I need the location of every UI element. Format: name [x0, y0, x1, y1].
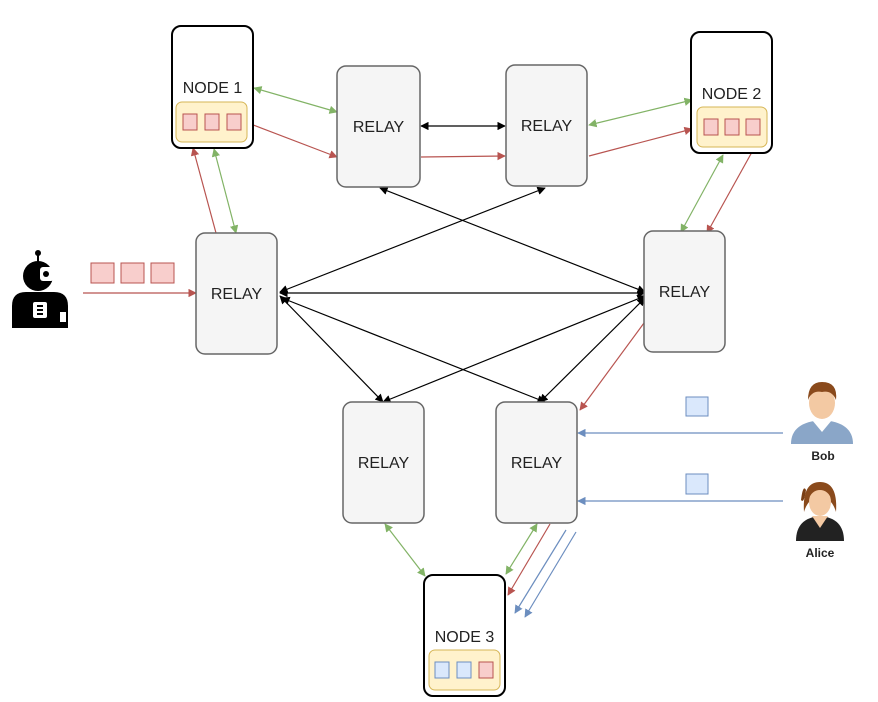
link-node2-relay-mid-right	[680, 154, 724, 233]
link-relay-top-left-mid-right	[379, 186, 646, 294]
flow-node2-relay-mid-right	[706, 151, 753, 234]
blue-packet	[434, 661, 450, 679]
link-relay-mid-left-bottom-left	[279, 295, 384, 403]
node-relay-links	[211, 86, 724, 577]
node-label: NODE 2	[702, 86, 762, 103]
link-relay-mid-right-bottom-right	[539, 297, 646, 403]
red-packet	[724, 118, 740, 136]
red-packet	[120, 262, 145, 284]
robot-attacker-icon	[12, 250, 68, 328]
relay-top-right: RELAY	[505, 64, 588, 187]
user-packet-flow	[514, 428, 783, 618]
link-node1-relay-mid-left	[211, 148, 239, 234]
relay-label: RELAY	[358, 455, 410, 472]
link-relay-bottom-left-node3	[384, 523, 426, 577]
flow-relay-mid-left-node1	[190, 147, 217, 234]
flow-relay-mid-right-bottom-right	[579, 322, 645, 411]
node-label: NODE 3	[435, 629, 495, 646]
blue-packet	[685, 473, 709, 495]
man-avatar-icon	[791, 382, 853, 444]
link-relay-top-right-node2	[588, 97, 693, 128]
relay-label: RELAY	[521, 118, 573, 135]
relay-label: RELAY	[659, 284, 711, 301]
link-relay-top-right-mid-left	[279, 186, 546, 294]
flow-relay-top-right-node2	[588, 126, 693, 157]
attacker-packet-flow	[83, 122, 753, 596]
relay-mid-right: RELAY	[643, 230, 726, 353]
relay-box	[505, 64, 588, 187]
red-packet	[150, 262, 175, 284]
relay-label: RELAY	[353, 119, 405, 136]
attacker-packets	[90, 262, 175, 284]
relay-mid-left: RELAY	[195, 232, 278, 355]
red-packet	[204, 113, 220, 131]
node-label: NODE 1	[183, 80, 243, 97]
blue-packet	[456, 661, 472, 679]
alice-label: Alice	[806, 546, 835, 560]
link-relay-mid-right-bottom-left	[382, 294, 646, 404]
relay-label: RELAY	[211, 286, 263, 303]
link-node1-relay-top-left	[253, 86, 338, 114]
relay-box	[495, 401, 578, 524]
blue-packet	[685, 396, 709, 417]
flow-relay-bottom-right-node3-b	[524, 531, 577, 618]
woman-avatar-icon	[796, 482, 844, 541]
red-packet	[182, 113, 198, 131]
alice: Alice	[685, 473, 844, 560]
relay-label: RELAY	[511, 455, 563, 472]
flow-node1-relay-top-left	[247, 122, 338, 159]
node-2: NODE 2	[690, 31, 773, 154]
link-relay-bottom-right-node3	[505, 523, 538, 575]
relay-box	[643, 230, 726, 353]
relay-bottom-right: RELAY	[495, 401, 578, 524]
red-packet	[478, 661, 494, 679]
relay-box	[336, 65, 421, 188]
bob: Bob	[685, 382, 853, 463]
red-packet	[226, 113, 242, 131]
flow-relay-bottom-right-node3-a	[514, 529, 567, 614]
relay-bottom-left: RELAY	[342, 401, 425, 524]
flow-relay-top-left-top-right	[420, 151, 506, 161]
node-3: NODE 3	[423, 574, 506, 697]
flow-relay-bottom-right-node3	[507, 523, 551, 596]
red-packet	[90, 262, 115, 284]
relay-box	[195, 232, 278, 355]
node-1: NODE 1	[171, 25, 254, 149]
link-relay-mid-left-bottom-right	[281, 296, 546, 404]
red-packet	[703, 118, 719, 136]
relay-box	[342, 401, 425, 524]
red-packet	[745, 118, 761, 136]
bob-label: Bob	[811, 449, 834, 463]
relay-top-left: RELAY	[336, 65, 421, 188]
relay-mesh-links	[279, 121, 646, 404]
